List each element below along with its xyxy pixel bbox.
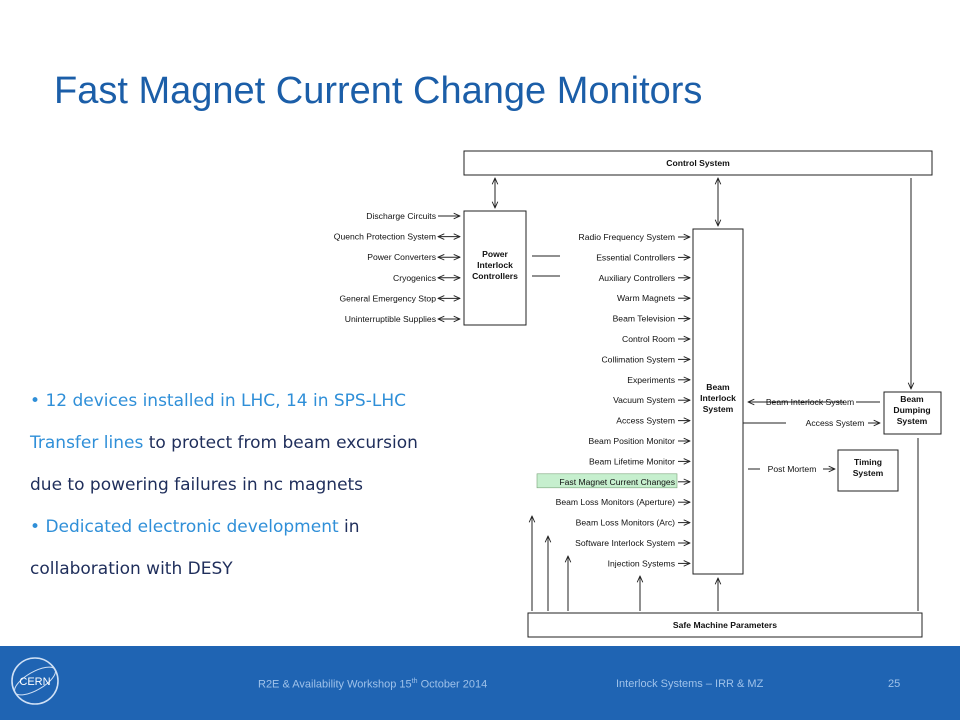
bis-input-label: Experiments <box>627 375 675 385</box>
bis-input-label: Beam Loss Monitors (Arc) <box>576 518 675 528</box>
dump-link-label: Access System <box>806 418 865 428</box>
control-system-label: Control System <box>666 158 730 168</box>
beam-interlock-system-label: Interlock <box>700 393 736 403</box>
beam-dumping-system-label: Beam <box>900 394 924 404</box>
bis-input-label: Radio Frequency System <box>579 232 675 242</box>
bullet-highlight: 12 devices installed in LHC, 14 in SPS-L… <box>30 391 406 453</box>
bullet-dot-icon: • <box>30 391 41 411</box>
safe-machine-parameters-label: Safe Machine Parameters <box>673 620 777 630</box>
bullet-text: in collaboration with DESY <box>30 517 360 579</box>
footer-event: R2E & Availability Workshop 15th October… <box>258 678 488 691</box>
footer-authors: Interlock Systems – IRR & MZ <box>616 678 764 690</box>
bis-input-label: Injection Systems <box>608 558 675 568</box>
power-input-label: Quench Protection System <box>334 232 436 242</box>
beam-dumping-system-box <box>883 391 942 435</box>
power-input-label: Cryogenics <box>393 273 436 283</box>
power-input-label: Discharge Circuits <box>366 211 436 221</box>
bis-input-label: Vacuum System <box>613 395 675 405</box>
bis-input-label: Auxiliary Controllers <box>599 273 675 283</box>
beam-interlock-system-label: System <box>703 404 734 414</box>
page-number: 25 <box>888 678 901 690</box>
power-input-label: Uninterruptible Supplies <box>345 314 436 324</box>
beam-interlock-system-box <box>692 228 744 575</box>
power-input-label: General Emergency Stop <box>340 293 437 303</box>
bullet-item: • Dedicated electronic development in co… <box>30 506 430 590</box>
bis-input-label: Essential Controllers <box>596 252 675 262</box>
bis-input-label: Beam Loss Monitors (Aperture) <box>556 497 676 507</box>
power-input-label: Power Converters <box>367 252 436 262</box>
power-interlock-controllers-label: Controllers <box>472 271 518 281</box>
bis-input-label: Collimation System <box>601 354 675 364</box>
bis-input-label: Software Interlock System <box>575 538 675 548</box>
power-interlock-controllers-box <box>463 210 527 326</box>
bis-input-label: Fast Magnet Current Changes <box>559 477 675 487</box>
bullet-list: • 12 devices installed in LHC, 14 in SPS… <box>30 380 430 590</box>
beam-interlock-system-label: Beam <box>706 382 730 392</box>
timing-system-box <box>837 449 899 492</box>
timing-system-label: Timing <box>854 457 882 467</box>
dump-link-label: Beam Interlock System <box>766 397 854 407</box>
control-system-box <box>463 150 933 176</box>
bis-input-label: Warm Magnets <box>617 293 675 303</box>
bis-input-label: Beam Position Monitor <box>589 436 676 446</box>
bis-input-label: Control Room <box>622 334 675 344</box>
bullet-item: • 12 devices installed in LHC, 14 in SPS… <box>30 380 430 506</box>
bis-input-label: Access System <box>616 416 675 426</box>
slide-title: Fast Magnet Current Change Monitors <box>54 70 703 112</box>
post-mortem-label: Post Mortem <box>768 464 817 474</box>
bullet-highlight: Dedicated electronic development <box>45 517 339 537</box>
timing-system-label: System <box>853 468 884 478</box>
bullet-dot-icon: • <box>30 517 41 537</box>
fmcm-highlight <box>536 473 678 489</box>
bullet-text: to protect from beam excursion due to po… <box>30 433 418 495</box>
safe-machine-parameters-box <box>527 612 923 638</box>
cern-logo-text: CERN <box>19 676 50 688</box>
footer-bar <box>0 646 960 720</box>
beam-dumping-system-label: Dumping <box>893 405 930 415</box>
bis-input-label: Beam Lifetime Monitor <box>589 456 675 466</box>
bis-input-label: Beam Television <box>613 314 676 324</box>
cern-logo-icon: CERN <box>11 657 59 705</box>
power-interlock-controllers-label: Power <box>482 249 508 259</box>
beam-dumping-system-label: System <box>897 416 928 426</box>
power-interlock-controllers-label: Interlock <box>477 260 513 270</box>
